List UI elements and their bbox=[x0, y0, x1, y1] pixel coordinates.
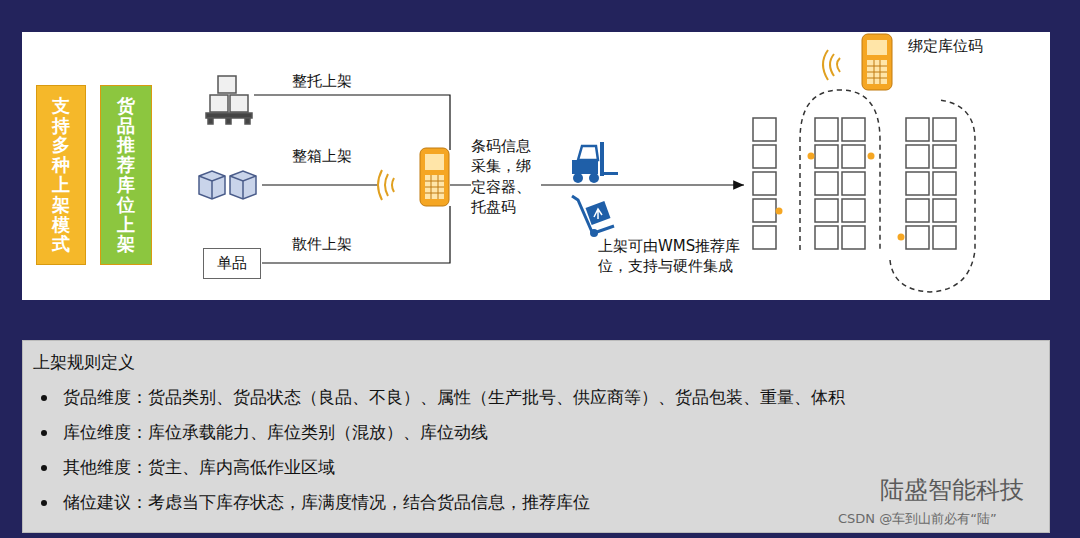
panel-heading: 上架规则定义 bbox=[33, 351, 1039, 374]
rack-slot bbox=[842, 199, 865, 222]
item-box: 单品 bbox=[203, 248, 261, 279]
bullet-row: 货品维度：货品类别、货品状态（良品、不良）、属性（生产批号、供应商等）、货品包装… bbox=[33, 386, 1039, 408]
bullet-text: 库位维度：库位承载能力、库位类别（混放）、库位动线 bbox=[63, 422, 488, 442]
carton-icon bbox=[199, 171, 256, 199]
route-loops bbox=[800, 90, 975, 292]
rack-slot bbox=[842, 145, 865, 168]
rack-slot bbox=[753, 172, 776, 195]
bullet-row: 其他维度：货主、库内高低作业区域 bbox=[33, 456, 1039, 478]
watermark: 陆盛智能科技 bbox=[880, 474, 1055, 506]
rack-slot bbox=[933, 145, 956, 168]
rack-slot bbox=[842, 226, 865, 249]
forklift-icon bbox=[572, 142, 618, 183]
bullet-dot bbox=[41, 430, 47, 436]
rack-slot bbox=[906, 226, 929, 249]
signal-waves bbox=[823, 50, 840, 80]
storage-racks bbox=[753, 118, 956, 249]
rack-slot bbox=[815, 199, 838, 222]
bullet-dot bbox=[41, 465, 47, 471]
annotation: 绑定库位码 bbox=[908, 36, 1028, 56]
rack-slot bbox=[753, 226, 776, 249]
rack-slot bbox=[815, 118, 838, 141]
hand-truck-icon bbox=[572, 196, 614, 237]
signal-waves bbox=[378, 170, 394, 200]
bullet-text: 其他维度：货主、库内高低作业区域 bbox=[63, 457, 335, 477]
rack-slot bbox=[906, 145, 929, 168]
bullet-row: 库位维度：库位承载能力、库位类别（混放）、库位动线 bbox=[33, 421, 1039, 443]
rack-slot bbox=[753, 118, 776, 141]
rules-panel: 上架规则定义货品维度：货品类别、货品状态（良品、不良）、属性（生产批号、供应商等… bbox=[22, 340, 1050, 533]
handheld-scanner bbox=[420, 148, 449, 206]
annotation: 整托上架 bbox=[292, 71, 412, 91]
rack-slot bbox=[933, 118, 956, 141]
rack-slot bbox=[933, 199, 956, 222]
rack-slot bbox=[753, 199, 776, 222]
rack-slot bbox=[933, 226, 956, 249]
node-label: 单品 bbox=[217, 254, 247, 273]
annotation: 条码信息采集，绑定容器、托盘码 bbox=[471, 136, 541, 217]
rack-slot bbox=[933, 172, 956, 195]
rack-slot bbox=[842, 172, 865, 195]
bullet-dot bbox=[41, 395, 47, 401]
mode-box: 支持多种上架模式 bbox=[36, 85, 86, 265]
bullet-text: 储位建议：考虑当下库存状态，库满度情况，结合货品信息，推荐库位 bbox=[63, 492, 590, 512]
recommend-box: 货品推荐库位上架 bbox=[100, 85, 152, 265]
vertical-label: 货品推荐库位上架 bbox=[117, 96, 135, 254]
rack-slot bbox=[753, 145, 776, 168]
annotation: 整箱上架 bbox=[292, 146, 412, 166]
bullet-text: 货品维度：货品类别、货品状态（良品、不良）、属性（生产批号、供应商等）、货品包装… bbox=[63, 387, 845, 407]
rack-slot bbox=[906, 199, 929, 222]
slot-dots bbox=[776, 153, 905, 241]
annotation: 上架可由WMS推荐库位，支持与硬件集成 bbox=[598, 236, 758, 277]
bullet-dot bbox=[41, 500, 47, 506]
annotation: 散件上架 bbox=[292, 234, 412, 254]
rack-slot bbox=[815, 226, 838, 249]
rack-slot bbox=[815, 172, 838, 195]
handheld-scanner bbox=[862, 34, 892, 90]
watermark: CSDN @车到山前必有“陆” bbox=[838, 510, 1078, 528]
pallet-icon bbox=[206, 76, 252, 124]
rack-slot bbox=[815, 145, 838, 168]
vertical-label: 支持多种上架模式 bbox=[52, 96, 70, 254]
rack-slot bbox=[906, 172, 929, 195]
rack-slot bbox=[906, 118, 929, 141]
rack-slot bbox=[842, 118, 865, 141]
